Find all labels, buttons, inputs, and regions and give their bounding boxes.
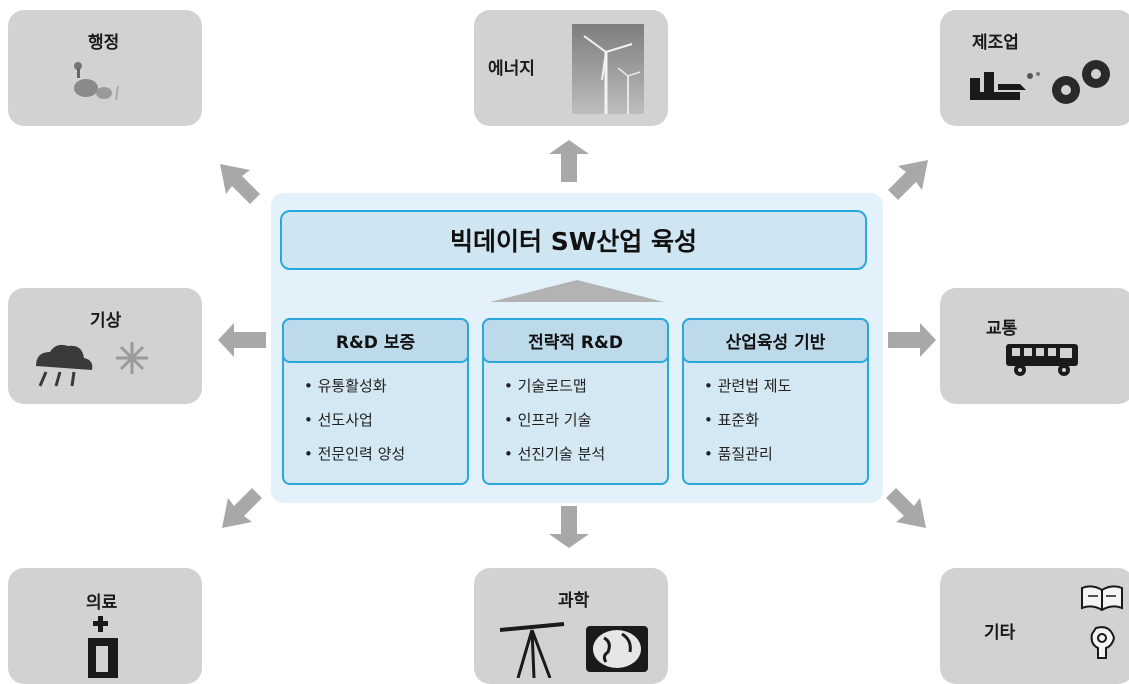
column-strategic-rd: 전략적 R&D 기술로드맵 인프라 기술 선진기술 분석 (482, 318, 669, 485)
sector-label-manufacturing: 제조업 (972, 33, 1019, 53)
sector-energy: 에너지 (474, 10, 668, 126)
sector-label-weather: 기상 (90, 311, 122, 331)
column-heading-box: R&D 보증 (282, 318, 469, 363)
arrow-left-weather (218, 323, 266, 357)
list-item: 선도사업 (304, 408, 405, 442)
medical-bag-icon (88, 616, 118, 678)
bus-icon (1006, 344, 1078, 376)
list-item: 인프라 기술 (504, 408, 605, 442)
sector-manufacturing: 제조업 (940, 10, 1129, 126)
sector-label-other: 기타 (984, 623, 1016, 643)
sector-weather: 기상 (8, 288, 202, 404)
cloud-snowflake-icon (36, 342, 148, 387)
column-heading: 산업육성 기반 (725, 333, 826, 353)
sector-label-energy: 에너지 (488, 59, 535, 79)
sector-science: 과학 (474, 568, 668, 684)
column-list: 관련법 제도 표준화 품질관리 (704, 374, 792, 476)
main-title-box: 빅데이터 SW산업 육성 (280, 210, 867, 270)
sector-other: 기타 (940, 568, 1129, 684)
arrow-up-center (490, 280, 664, 302)
column-heading: 전략적 R&D (528, 333, 623, 353)
column-rd-guarantee: R&D 보증 유통활성화 선도사업 전문인력 양성 (282, 318, 469, 485)
column-heading: R&D 보증 (335, 333, 416, 353)
column-industry-foundation: 산업육성 기반 관련법 제도 표준화 품질관리 (682, 318, 869, 485)
factory-gears-icon (970, 60, 1110, 104)
wind-turbine-icon (572, 24, 644, 114)
sector-administration: 행정 (8, 10, 202, 126)
arrow-down-right-other (886, 488, 926, 528)
list-item: 품질관리 (704, 442, 791, 476)
book-lightbulb-icon (1081, 585, 1123, 659)
arrow-up-right-manufacturing (888, 160, 928, 200)
list-item: 전문인력 양성 (304, 442, 406, 476)
list-item: 유통활성화 (304, 374, 405, 408)
list-item: 관련법 제도 (704, 374, 792, 408)
column-heading-box: 전략적 R&D (482, 318, 669, 363)
list-item: 표준화 (704, 408, 791, 442)
sector-transport: 교통 (940, 288, 1129, 404)
sector-medical: 의료 (8, 568, 202, 684)
list-item: 기술로드맵 (504, 374, 605, 408)
arrow-up-left-administration (220, 164, 260, 204)
sector-label-administration: 행정 (88, 33, 120, 53)
arrow-down-science (549, 506, 589, 548)
arrow-up-energy (549, 140, 589, 182)
sector-label-medical: 의료 (86, 593, 118, 613)
sector-label-science: 과학 (558, 591, 590, 611)
telescope-globe-icon (499, 622, 648, 678)
column-list: 유통활성화 선도사업 전문인력 양성 (304, 374, 406, 476)
list-item: 선진기술 분석 (504, 442, 606, 476)
sector-label-transport: 교통 (986, 319, 1018, 339)
column-heading-box: 산업육성 기반 (682, 318, 869, 363)
arrow-right-transport (888, 323, 936, 357)
column-list: 기술로드맵 인프라 기술 선진기술 분석 (504, 374, 606, 476)
main-title: 빅데이터 SW산업 육성 (450, 227, 697, 256)
hand-icon (74, 62, 119, 101)
arrow-down-left-medical (222, 488, 262, 528)
